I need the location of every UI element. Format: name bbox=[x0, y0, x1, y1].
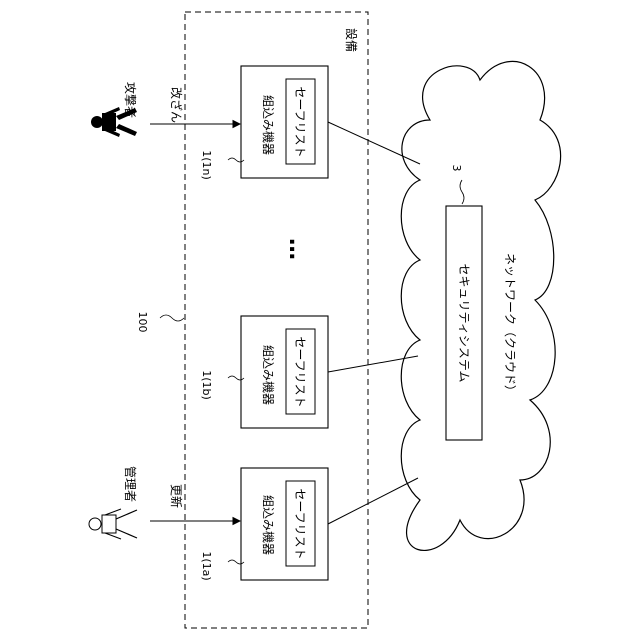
device-label: 組込み機器 bbox=[261, 95, 276, 155]
administrator-figure bbox=[89, 509, 137, 539]
device-1a-network-link bbox=[328, 478, 418, 524]
embedded-device-1n: 組込み機器 セーフリスト bbox=[241, 66, 328, 178]
system-ref-leader bbox=[160, 315, 184, 321]
safe-list-label: セーフリスト bbox=[293, 488, 307, 559]
system-ref: 100 bbox=[136, 312, 149, 333]
device-ellipsis: … bbox=[284, 238, 309, 262]
device-ref-1n: 1(1n) bbox=[200, 150, 213, 180]
embedded-device-1b: 組込み機器 セーフリスト bbox=[241, 316, 328, 428]
attacker-action-label: 改ざん bbox=[169, 87, 184, 123]
device-label: 組込み機器 bbox=[261, 495, 276, 555]
facility-label: 設備 bbox=[344, 28, 359, 52]
device-ref-1a: 1(1a) bbox=[200, 551, 213, 580]
network-label: ネットワーク（クラウド） bbox=[503, 253, 517, 397]
security-system-ref: 3 bbox=[450, 165, 463, 172]
device-label: 組込み機器 bbox=[261, 345, 276, 405]
administrator-label: 管理者 bbox=[123, 466, 138, 502]
security-system-label: セキュリティシステム bbox=[457, 264, 471, 383]
safe-list-label: セーフリスト bbox=[293, 86, 307, 157]
device-ref-1b: 1(1b) bbox=[200, 370, 213, 400]
safe-list-label: セーフリスト bbox=[293, 336, 307, 407]
embedded-device-1a: 組込み機器 セーフリスト bbox=[241, 468, 328, 580]
attacker-label: 攻撃者 bbox=[123, 82, 138, 118]
administrator-action-label: 更新 bbox=[169, 484, 184, 508]
